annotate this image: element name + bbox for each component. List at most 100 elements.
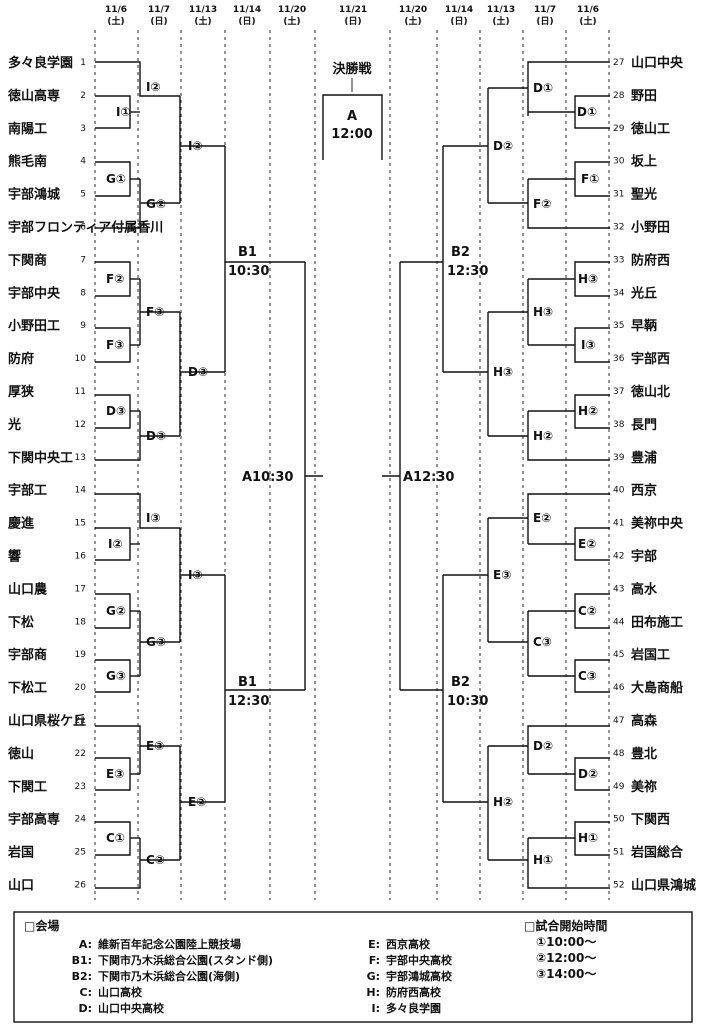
- match-label: D③: [188, 365, 208, 379]
- date-label: 11/7: [148, 5, 170, 15]
- seed-number: 35: [613, 321, 624, 331]
- final-match: 決勝戦 A 12:00: [322, 61, 383, 160]
- team-name: 南陽工: [8, 121, 47, 137]
- team-name: 野田: [631, 89, 657, 104]
- seed-number: 45: [613, 650, 624, 660]
- team-name: 美祢中央: [631, 516, 684, 532]
- seed-number: 42: [613, 552, 624, 562]
- weekday-label: (日): [150, 16, 167, 27]
- match-label: I②: [108, 537, 123, 551]
- match-label: D②: [578, 767, 598, 781]
- seed-number: 34: [613, 288, 625, 298]
- match-label: E③: [146, 739, 164, 753]
- legend-box: [13, 911, 693, 1023]
- seed-number: 25: [75, 848, 86, 858]
- team-name: 宇部中央: [8, 285, 61, 301]
- team-name: 宇部西: [631, 351, 670, 367]
- team-name: 熊毛南: [8, 154, 47, 170]
- start-time: ③14:00～: [536, 967, 596, 981]
- seed-number: 1: [80, 58, 86, 68]
- date-col-right-2: 11/14(日): [445, 5, 473, 27]
- match-label: D①: [577, 105, 597, 119]
- seed-number: 2: [80, 91, 86, 101]
- date-label: 11/21: [339, 5, 367, 15]
- team-name: 下関工: [8, 780, 47, 795]
- match-label: G②: [146, 197, 166, 211]
- date-label: 11/6: [577, 5, 599, 15]
- match-label: F③: [106, 338, 124, 352]
- seed-number: 13: [75, 453, 86, 463]
- match-label: I③: [188, 568, 203, 582]
- weekday-label: (日): [536, 16, 553, 27]
- match-label: E②: [533, 511, 551, 525]
- team-name: 岩国総合: [630, 845, 684, 861]
- match-label: G①: [106, 172, 126, 186]
- venue-label: B2: [451, 675, 470, 690]
- team-name: 宇部: [631, 549, 657, 565]
- right-match-labels: D① D① D② F① F② B2 12:30 H③ H③ I③ H③ H② H…: [403, 81, 599, 867]
- date-header: 11/6(土) 11/7(日) 11/13(土) 11/14(日) 11/20(…: [105, 5, 599, 27]
- weekday-label: (日): [344, 16, 361, 27]
- match-label: E②: [188, 795, 206, 809]
- team-name: 山口中央: [631, 55, 684, 71]
- final-time: 12:00: [331, 127, 372, 142]
- final-bracket-line: [322, 94, 383, 160]
- date-col-right-3: 11/13(土): [487, 5, 515, 27]
- match-label: I①: [116, 105, 131, 119]
- start-time: ①10:00～: [536, 935, 596, 949]
- team-name: 厚狭: [8, 384, 35, 400]
- seed-number: 16: [75, 552, 87, 562]
- time-legend-title: □試合開始時間: [524, 918, 607, 933]
- seed-number: 50: [613, 815, 625, 825]
- venue-name: 下関市乃木浜総合公園(スタンド側): [98, 953, 273, 967]
- team-name: 田布施工: [631, 614, 683, 630]
- date-label: 11/20: [278, 5, 306, 15]
- seed-number: 9: [80, 321, 86, 331]
- seed-number: 5: [80, 190, 86, 200]
- team-name: 岩国: [7, 845, 34, 861]
- match-label: C③: [533, 635, 552, 649]
- match-label: H③: [578, 272, 598, 286]
- seed-number: 48: [613, 749, 625, 759]
- match-label: H②: [533, 429, 553, 443]
- seed-number: 12: [75, 420, 86, 430]
- seed-number: 28: [613, 91, 625, 101]
- seed-number: 38: [613, 420, 625, 430]
- seed-number: 36: [613, 354, 625, 364]
- seed-number: 30: [613, 157, 625, 167]
- match-label: E③: [493, 568, 511, 582]
- venue-name: 宇部中央高校: [386, 953, 453, 967]
- team-name: 大島商船: [631, 680, 683, 696]
- weekday-label: (土): [492, 15, 509, 27]
- date-label: 11/14: [233, 5, 261, 15]
- venue-key: A:: [79, 938, 92, 951]
- team-name: 宇部高専: [8, 812, 60, 828]
- seed-number: 24: [75, 815, 87, 825]
- team-name: 長門: [631, 418, 657, 433]
- seed-number: 41: [613, 519, 624, 529]
- date-label: 11/14: [445, 5, 473, 15]
- start-time: ②12:00～: [536, 951, 596, 965]
- match-label: E②: [578, 537, 596, 551]
- match-label: H②: [493, 795, 513, 809]
- date-label: 11/13: [487, 5, 515, 15]
- match-label: C③: [578, 669, 597, 683]
- venue-key: B2:: [72, 970, 92, 983]
- left-match-labels: I① I② I② G① G② F② F③ F③ D③ D③ D③ B1 10:3…: [106, 80, 293, 867]
- match-label: C①: [106, 831, 125, 845]
- semifinal-label: A12:30: [403, 470, 454, 485]
- date-col-left-2: 11/7(日): [148, 5, 170, 27]
- weekday-label: (日): [238, 16, 255, 27]
- seed-number: 31: [613, 190, 624, 200]
- team-name: 高森: [631, 713, 658, 729]
- match-label: D②: [533, 739, 553, 753]
- seed-number: 17: [75, 584, 86, 594]
- venue-label: B1: [238, 245, 257, 260]
- team-name: 聖光: [631, 187, 657, 203]
- seed-number: 18: [75, 617, 87, 627]
- team-name: 豊北: [631, 746, 657, 762]
- match-label: D①: [533, 81, 553, 95]
- match-label: D②: [493, 139, 513, 153]
